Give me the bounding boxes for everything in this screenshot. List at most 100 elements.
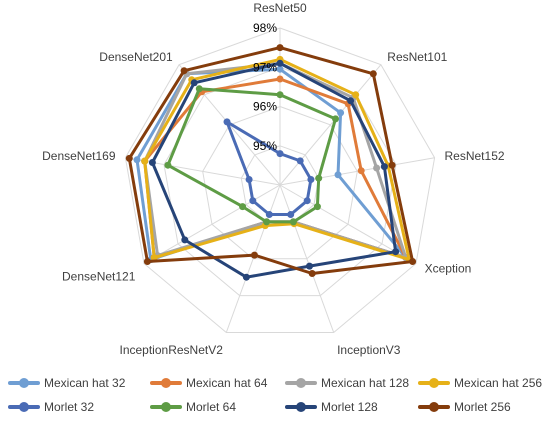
data-point bbox=[287, 211, 295, 218]
series-line bbox=[135, 67, 408, 262]
legend-swatch bbox=[418, 398, 450, 416]
data-point bbox=[307, 176, 315, 183]
data-point bbox=[239, 203, 247, 211]
data-point bbox=[190, 79, 198, 87]
grid-ring bbox=[202, 105, 358, 260]
radar-tick-labels: 95% 96% 97% 98% bbox=[253, 21, 277, 153]
legend-item: Morlet 256 bbox=[418, 398, 511, 416]
series-morlet-256 bbox=[125, 44, 417, 277]
data-point bbox=[347, 97, 355, 105]
data-point bbox=[242, 273, 250, 281]
legend-item: Mexican hat 32 bbox=[8, 374, 125, 392]
data-point bbox=[133, 156, 141, 164]
data-point bbox=[276, 59, 284, 67]
data-point bbox=[357, 167, 365, 175]
series-line bbox=[127, 46, 415, 275]
data-point bbox=[334, 171, 342, 179]
data-point bbox=[141, 157, 149, 165]
data-point bbox=[180, 67, 188, 75]
legend-item: Mexican hat 64 bbox=[150, 374, 267, 392]
legend-swatch bbox=[285, 374, 317, 392]
legend-swatch bbox=[418, 374, 450, 392]
legend-item: Morlet 64 bbox=[150, 398, 236, 416]
data-point bbox=[369, 70, 377, 78]
radial-tick-label: 97% bbox=[253, 60, 277, 74]
data-point bbox=[195, 85, 203, 93]
data-point bbox=[265, 211, 273, 218]
axis-label: ResNet101 bbox=[387, 50, 447, 64]
data-point bbox=[251, 251, 258, 259]
data-point bbox=[181, 236, 189, 244]
legend-label: Mexican hat 128 bbox=[321, 376, 410, 390]
radial-tick-label: 95% bbox=[253, 139, 277, 153]
radar-axis-labels: ResNet50ResNet101ResNet152XceptionIncept… bbox=[42, 1, 505, 357]
radial-tick-label: 98% bbox=[253, 21, 277, 35]
legend-label: Mexican hat 256 bbox=[454, 376, 543, 390]
legend-label: Morlet 128 bbox=[321, 400, 378, 414]
series-morlet-128 bbox=[148, 59, 400, 281]
data-point bbox=[306, 262, 313, 270]
data-point bbox=[315, 174, 323, 182]
axis-label: InceptionResNetV2 bbox=[119, 343, 223, 357]
legend-swatch bbox=[8, 398, 40, 416]
grid-spoke bbox=[279, 64, 382, 186]
data-point bbox=[289, 218, 297, 226]
legend-label: Mexican hat 64 bbox=[186, 376, 268, 390]
data-point bbox=[148, 159, 156, 166]
data-point bbox=[409, 258, 417, 265]
legend-item: Morlet 128 bbox=[285, 398, 378, 416]
legend-swatch bbox=[150, 398, 182, 416]
data-point bbox=[249, 197, 257, 205]
grid-spoke bbox=[225, 184, 281, 333]
series-morlet-64 bbox=[164, 85, 339, 226]
data-point bbox=[308, 270, 316, 277]
legend-item: Mexican hat 128 bbox=[285, 374, 409, 392]
chart-legend: Mexican hat 32 Mexican hat 64 Mexican hat … bbox=[0, 370, 550, 420]
data-point bbox=[276, 91, 284, 99]
series-morlet-32 bbox=[223, 118, 315, 218]
radial-tick-label: 96% bbox=[253, 100, 277, 114]
series-line bbox=[150, 61, 398, 279]
axis-label: DenseNet201 bbox=[99, 50, 173, 64]
data-point bbox=[373, 164, 381, 172]
data-point bbox=[296, 157, 304, 165]
data-point bbox=[143, 258, 151, 265]
legend-label: Morlet 256 bbox=[454, 400, 511, 414]
axis-label: ResNet50 bbox=[253, 1, 307, 15]
legend-label: Morlet 64 bbox=[186, 400, 237, 414]
data-point bbox=[337, 109, 345, 117]
series-line bbox=[225, 120, 313, 216]
grid-ring bbox=[124, 27, 436, 333]
axis-label: DenseNet121 bbox=[62, 270, 136, 284]
series-line bbox=[143, 57, 411, 262]
data-point bbox=[332, 115, 339, 123]
data-point bbox=[276, 44, 284, 52]
legend-item: Mexican hat 256 bbox=[418, 374, 542, 392]
data-point bbox=[263, 218, 271, 226]
data-point bbox=[276, 150, 284, 158]
data-point bbox=[223, 118, 231, 126]
legend-label: Mexican hat 32 bbox=[44, 376, 126, 390]
grid-spoke bbox=[279, 157, 435, 186]
data-point bbox=[352, 91, 360, 99]
axis-label: InceptionV3 bbox=[337, 343, 401, 357]
grid-ring bbox=[163, 66, 397, 297]
axis-label: Xception bbox=[425, 262, 472, 276]
grid-spoke bbox=[143, 184, 281, 264]
data-point bbox=[303, 197, 311, 205]
axis-label: ResNet152 bbox=[445, 149, 505, 163]
data-point bbox=[388, 161, 396, 169]
data-point bbox=[125, 154, 133, 162]
legend-label: Morlet 32 bbox=[44, 400, 95, 414]
series-line bbox=[166, 87, 337, 224]
data-point bbox=[276, 75, 284, 83]
data-point bbox=[150, 254, 158, 262]
radar-grid bbox=[124, 27, 436, 333]
legend-item: Morlet 32 bbox=[8, 398, 94, 416]
legend-swatch bbox=[285, 398, 317, 416]
legend-swatch bbox=[150, 374, 182, 392]
data-point bbox=[276, 65, 284, 73]
data-point bbox=[392, 248, 400, 256]
data-point bbox=[380, 163, 388, 171]
